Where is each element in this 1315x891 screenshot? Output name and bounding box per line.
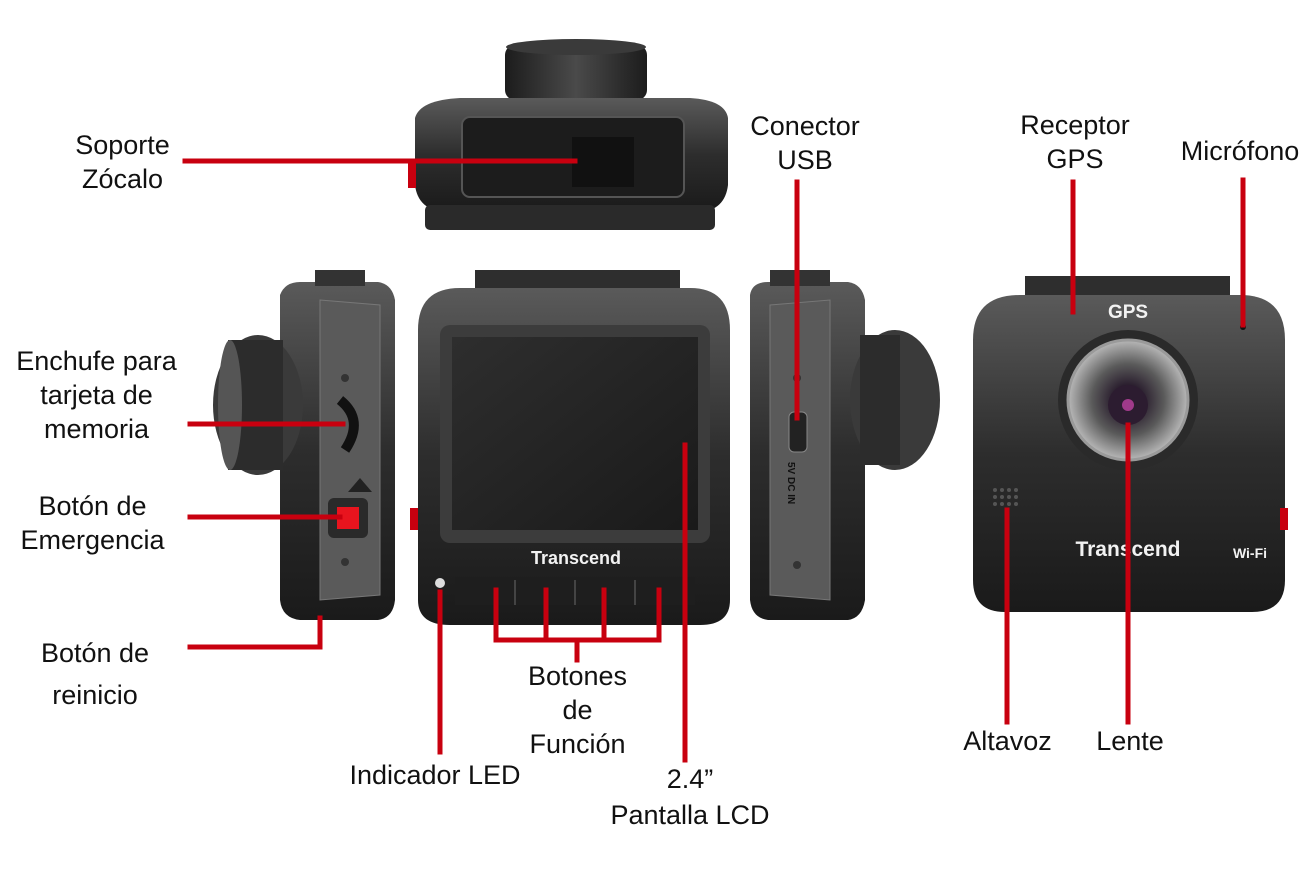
label-botones-funcion: Botones de Función	[505, 659, 650, 761]
lcd-view-camera: Transcend	[410, 270, 730, 625]
speaker-grille	[993, 488, 1018, 506]
label-line: memoria	[43, 414, 150, 444]
label-lente: Lente	[1085, 724, 1175, 758]
label-line: Receptor	[1020, 110, 1130, 140]
label-boton-emergencia: Botón de Emergencia	[10, 489, 175, 557]
label-line: Botón de	[38, 491, 147, 521]
label-line: Función	[529, 729, 626, 759]
label-line: Altavoz	[963, 726, 1052, 756]
label-line: Zócalo	[81, 164, 164, 194]
label-line: Emergencia	[20, 525, 165, 555]
label-line: Soporte	[75, 130, 170, 160]
label-line: USB	[777, 145, 833, 175]
label-receptor-gps: Receptor GPS	[1010, 108, 1140, 176]
label-line: Botón de	[40, 638, 150, 668]
right-side-camera: 5V DC IN	[750, 270, 940, 620]
left-side-camera	[213, 270, 395, 620]
label-line: tarjeta de	[40, 380, 153, 410]
label-line: Lente	[1096, 726, 1164, 756]
label-indicador-led: Indicador LED	[335, 758, 535, 792]
label-line: Micrófono	[1180, 136, 1300, 166]
label-microfono: Micrófono	[1170, 134, 1310, 168]
label-line: Indicador LED	[349, 760, 521, 790]
label-tarjeta-memoria: Enchufe para tarjeta de memoria	[4, 344, 189, 446]
label-line: Conector	[750, 111, 860, 141]
leader-reinicio	[187, 615, 323, 650]
label-line: Botones	[527, 661, 628, 691]
label-altavoz: Altavoz	[950, 724, 1065, 758]
label-line: de	[562, 695, 593, 725]
leader-lines	[182, 158, 1246, 763]
lcd-brand-logo: Transcend	[531, 548, 621, 568]
wifi-marking: Wi-Fi	[1233, 545, 1267, 561]
label-line: 2.4”	[666, 764, 714, 794]
label-line: Pantalla LCD	[610, 800, 770, 830]
label-soporte-zocalo: Soporte Zócalo	[60, 128, 185, 196]
label-line: GPS	[1046, 144, 1104, 174]
label-line: reinicio	[52, 680, 138, 710]
label-conector-usb: Conector USB	[745, 109, 865, 177]
label-line: Enchufe para	[16, 346, 177, 376]
gps-marking: GPS	[1108, 302, 1148, 323]
label-boton-reinicio: Botón de reinicio	[25, 632, 165, 716]
dc-in-marking: 5V DC IN	[785, 462, 796, 504]
label-pantalla-lcd: 2.4” Pantalla LCD	[595, 761, 785, 833]
top-view-camera	[408, 39, 728, 230]
